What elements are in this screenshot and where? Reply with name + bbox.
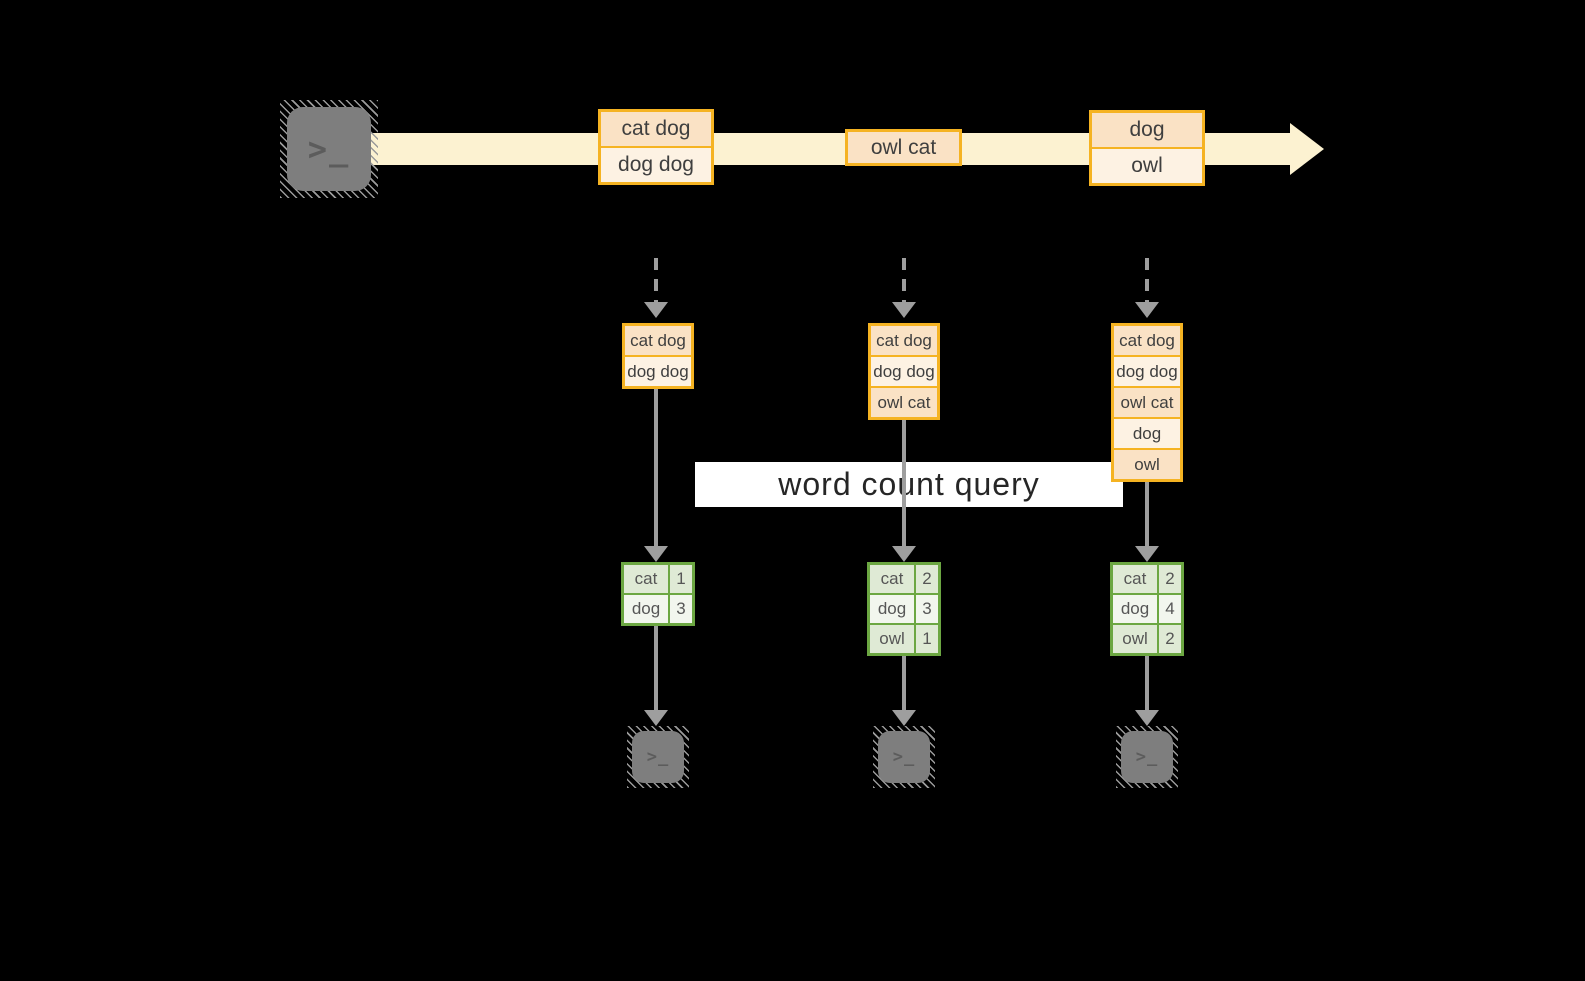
- event-box-2: owl cat: [845, 129, 962, 166]
- count-value-cell: 3: [670, 595, 692, 623]
- flow-line: [1145, 482, 1149, 546]
- count-word-cell: dog: [870, 595, 914, 623]
- stack-cell: dog dog: [871, 357, 937, 386]
- flow-arrowhead-icon: [1135, 710, 1159, 726]
- word-count-query-banner: word count query: [695, 462, 1123, 507]
- event-box-1: cat dog dog dog: [598, 109, 714, 185]
- flow-arrowhead-icon: [1135, 546, 1159, 562]
- count-value-cell: 4: [1159, 595, 1181, 623]
- flow-line: [902, 656, 906, 710]
- event-stack-2: cat dog dog dog owl cat: [868, 323, 940, 420]
- output-terminal-icon: >_: [1116, 726, 1178, 788]
- dashed-arrow-line: [902, 258, 906, 302]
- count-value-cell: 1: [670, 565, 692, 593]
- count-word-cell: dog: [1113, 595, 1157, 623]
- terminal-prompt-icon: >_: [878, 731, 930, 783]
- flow-arrowhead-icon: [644, 546, 668, 562]
- output-terminal-icon: >_: [627, 726, 689, 788]
- count-word-cell: cat: [870, 565, 914, 593]
- count-value-cell: 2: [1159, 625, 1181, 653]
- count-value-cell: 2: [1159, 565, 1181, 593]
- dashed-arrowhead-icon: [1135, 302, 1159, 318]
- count-value-cell: 1: [916, 625, 938, 653]
- count-word-cell: owl: [870, 625, 914, 653]
- flow-arrowhead-icon: [892, 710, 916, 726]
- dashed-arrow-line: [654, 258, 658, 302]
- count-word-cell: owl: [1113, 625, 1157, 653]
- event-line: cat dog: [601, 112, 711, 146]
- dashed-arrowhead-icon: [892, 302, 916, 318]
- terminal-prompt-icon: >_: [632, 731, 684, 783]
- event-line: owl cat: [848, 132, 959, 163]
- dashed-arrow-line: [1145, 258, 1149, 302]
- event-line: owl: [1092, 149, 1202, 183]
- stack-cell: cat dog: [625, 326, 691, 355]
- stack-cell: owl cat: [871, 388, 937, 417]
- flow-line: [1145, 656, 1149, 710]
- dashed-arrowhead-icon: [644, 302, 668, 318]
- stack-cell: cat dog: [1114, 326, 1180, 355]
- output-terminal-icon: >_: [873, 726, 935, 788]
- stack-cell: dog: [1114, 419, 1180, 448]
- count-table-2: cat 2 dog 3 owl 1: [867, 562, 941, 656]
- event-line: dog dog: [601, 148, 711, 182]
- event-stack-1: cat dog dog dog: [622, 323, 694, 389]
- stream-arrowhead-icon: [1290, 123, 1324, 175]
- banner-label: word count query: [778, 466, 1040, 502]
- terminal-prompt-icon: >_: [287, 107, 371, 191]
- flow-arrowhead-icon: [892, 546, 916, 562]
- flow-line: [654, 626, 658, 710]
- event-stack-3: cat dog dog dog owl cat dog owl: [1111, 323, 1183, 482]
- event-line: dog: [1092, 113, 1202, 147]
- stack-cell: dog dog: [1114, 357, 1180, 386]
- flow-line: [902, 420, 906, 546]
- count-word-cell: dog: [624, 595, 668, 623]
- stack-cell: dog dog: [625, 357, 691, 386]
- event-box-3: dog owl: [1089, 110, 1205, 186]
- flow-line: [654, 389, 658, 546]
- count-word-cell: cat: [1113, 565, 1157, 593]
- flow-arrowhead-icon: [644, 710, 668, 726]
- terminal-prompt-icon: >_: [1121, 731, 1173, 783]
- source-terminal-icon: >_: [280, 100, 378, 198]
- count-table-3: cat 2 dog 4 owl 2: [1110, 562, 1184, 656]
- stack-cell: cat dog: [871, 326, 937, 355]
- count-table-1: cat 1 dog 3: [621, 562, 695, 626]
- stack-cell: owl: [1114, 450, 1180, 479]
- count-value-cell: 2: [916, 565, 938, 593]
- stack-cell: owl cat: [1114, 388, 1180, 417]
- count-word-cell: cat: [624, 565, 668, 593]
- count-value-cell: 3: [916, 595, 938, 623]
